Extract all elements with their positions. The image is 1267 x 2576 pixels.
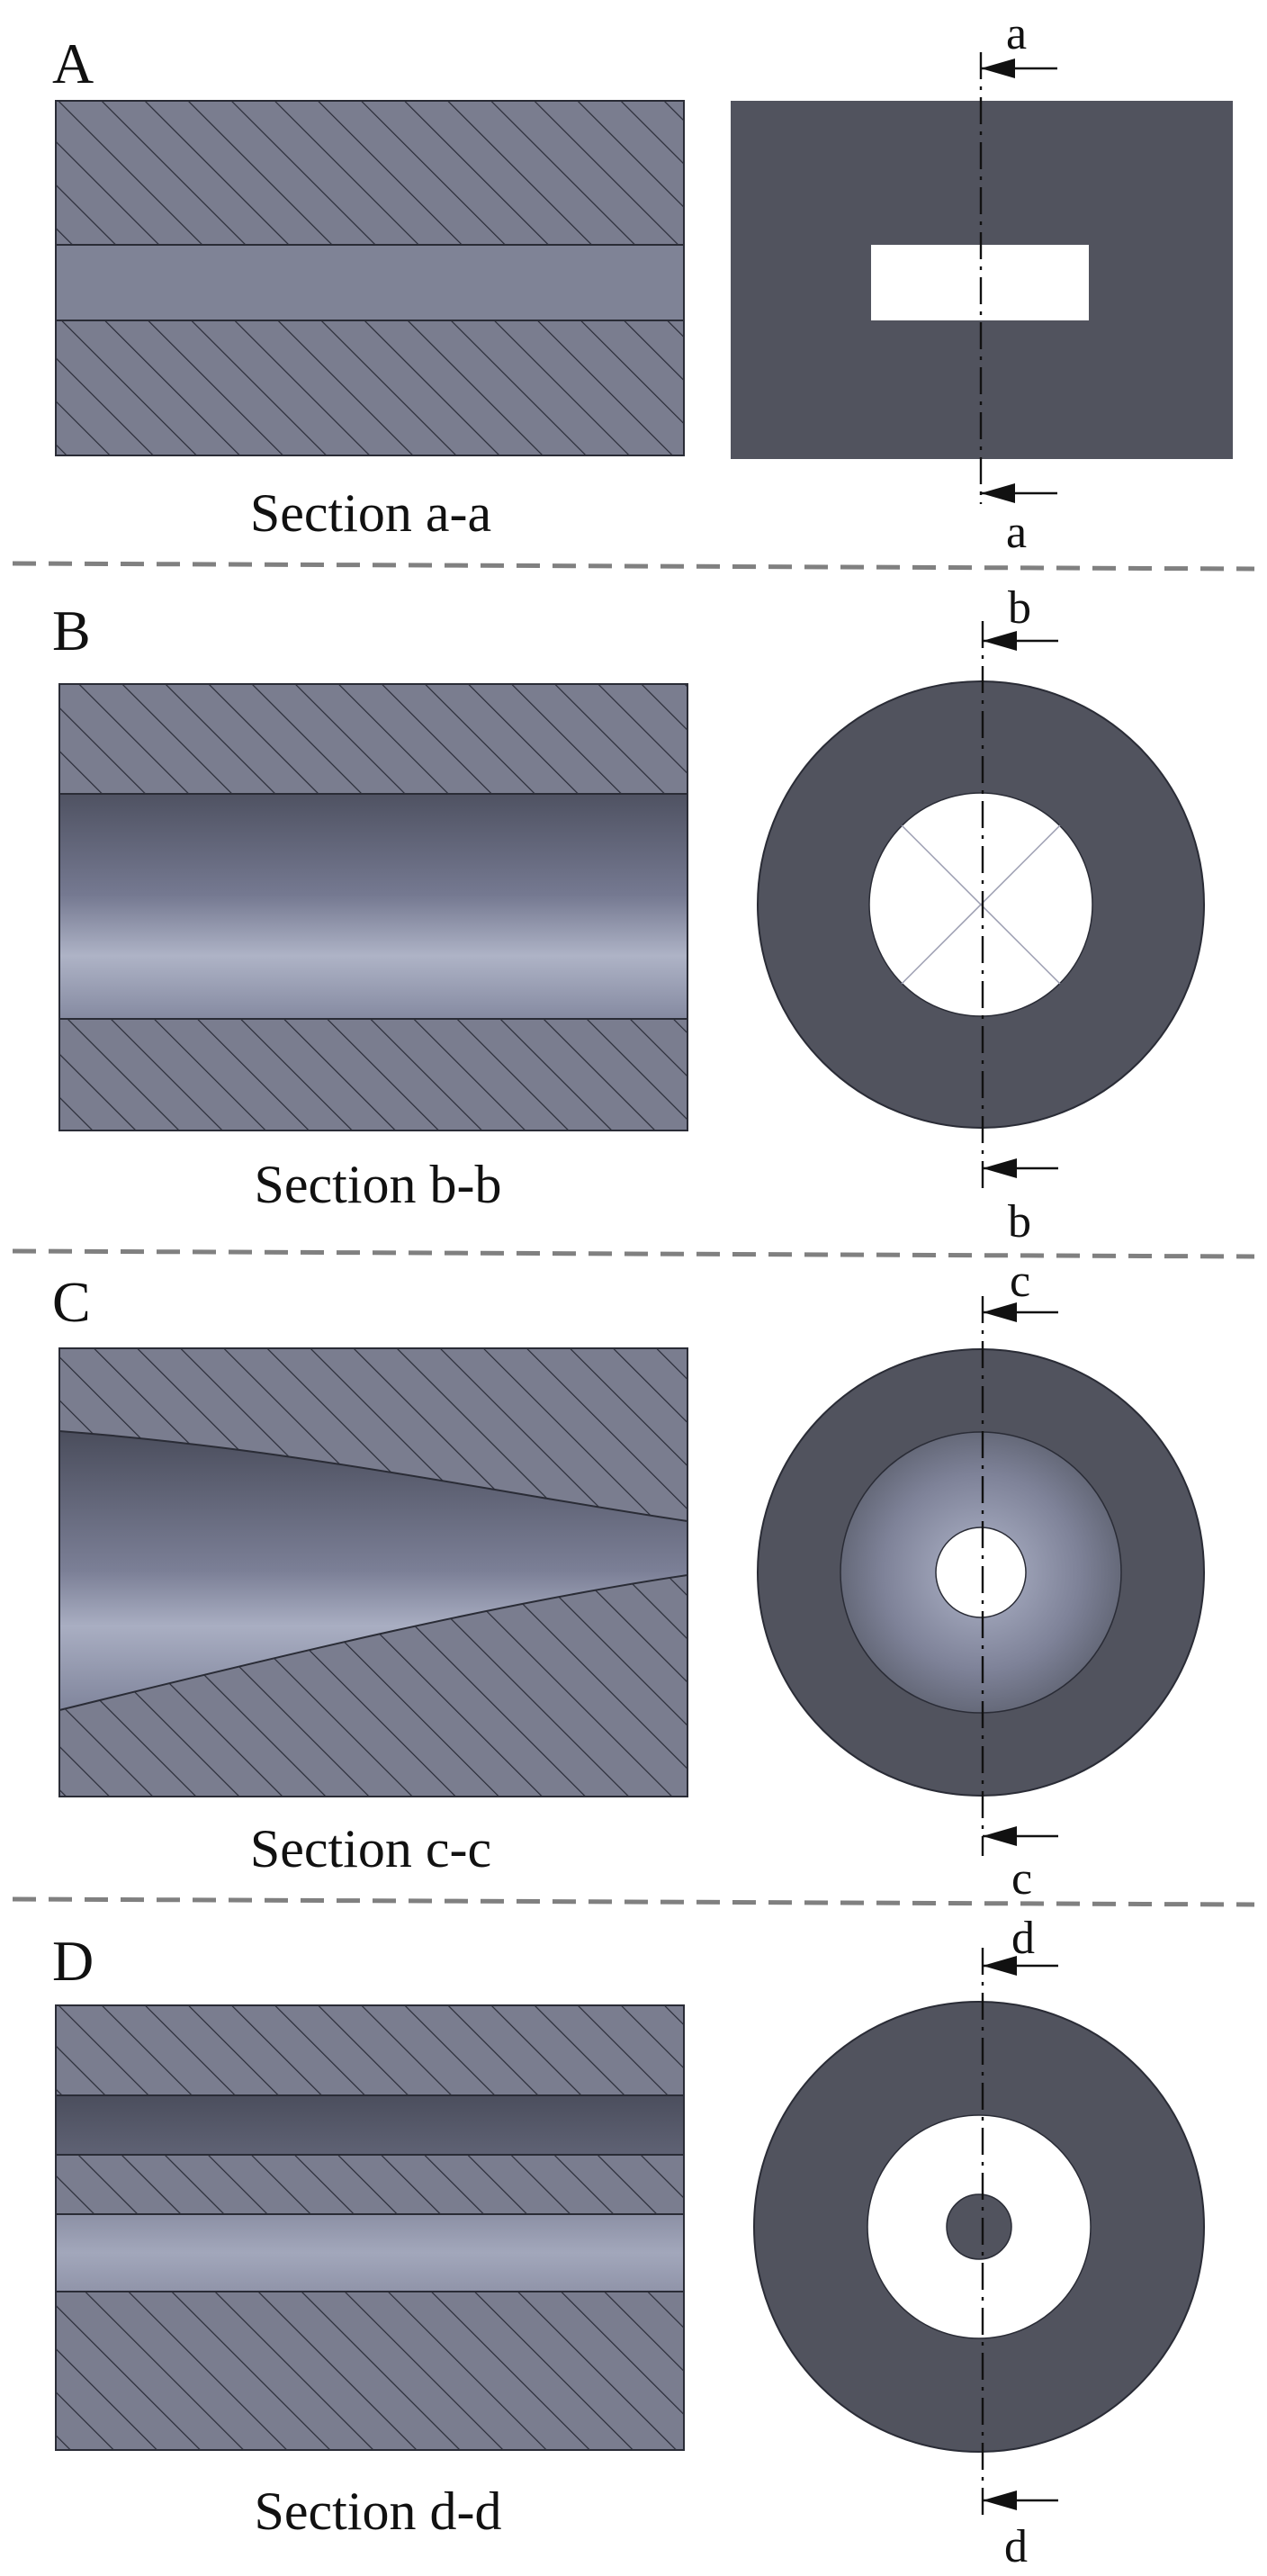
- longitudinal-section-d: [55, 2004, 685, 2451]
- cross-section-c: [757, 1348, 1205, 1797]
- panel-letter-d: D: [52, 1929, 94, 1993]
- cut-line-a: a a: [979, 8, 1057, 558]
- panel-letter-c: C: [52, 1270, 91, 1334]
- caption-a: Section a-a: [250, 483, 491, 543]
- panel-d: D d d Section d-d: [52, 1913, 1205, 2572]
- cut-line-c: c c: [981, 1256, 1058, 1905]
- cut-label-c-bottom: c: [1011, 1853, 1032, 1905]
- cut-label-d-top: d: [1011, 1913, 1035, 1964]
- divider-1: [12, 561, 1255, 572]
- cut-label-d-bottom: d: [1004, 2521, 1028, 2572]
- panel-letter-a: A: [52, 32, 94, 95]
- cut-label-b-top: b: [1008, 582, 1031, 634]
- panel-c: C c c Section c-c: [52, 1256, 1205, 1905]
- longitudinal-section-c: [58, 1347, 688, 1797]
- cut-label-c-top: c: [1010, 1256, 1030, 1307]
- panel-letter-b: B: [52, 599, 91, 662]
- panel-b: B b b Section b-b: [52, 582, 1205, 1247]
- longitudinal-section-b: [58, 683, 688, 1131]
- divider-3: [12, 1896, 1255, 1907]
- caption-b: Section b-b: [255, 1155, 502, 1214]
- divider-2: [12, 1248, 1255, 1259]
- caption-c: Section c-c: [250, 1819, 491, 1878]
- cross-section-d: [753, 2001, 1205, 2453]
- longitudinal-section-a: [55, 100, 685, 456]
- cut-label-a-bottom: a: [1006, 507, 1027, 558]
- caption-d: Section d-d: [255, 2481, 502, 2541]
- cut-label-b-bottom: b: [1008, 1196, 1031, 1247]
- panel-a: A a a Section a-a: [52, 8, 1233, 558]
- cut-line-b: b b: [981, 582, 1058, 1247]
- cut-label-a-top: a: [1006, 8, 1027, 59]
- cross-section-b: [757, 680, 1205, 1129]
- cut-line-d: d d: [981, 1913, 1058, 2572]
